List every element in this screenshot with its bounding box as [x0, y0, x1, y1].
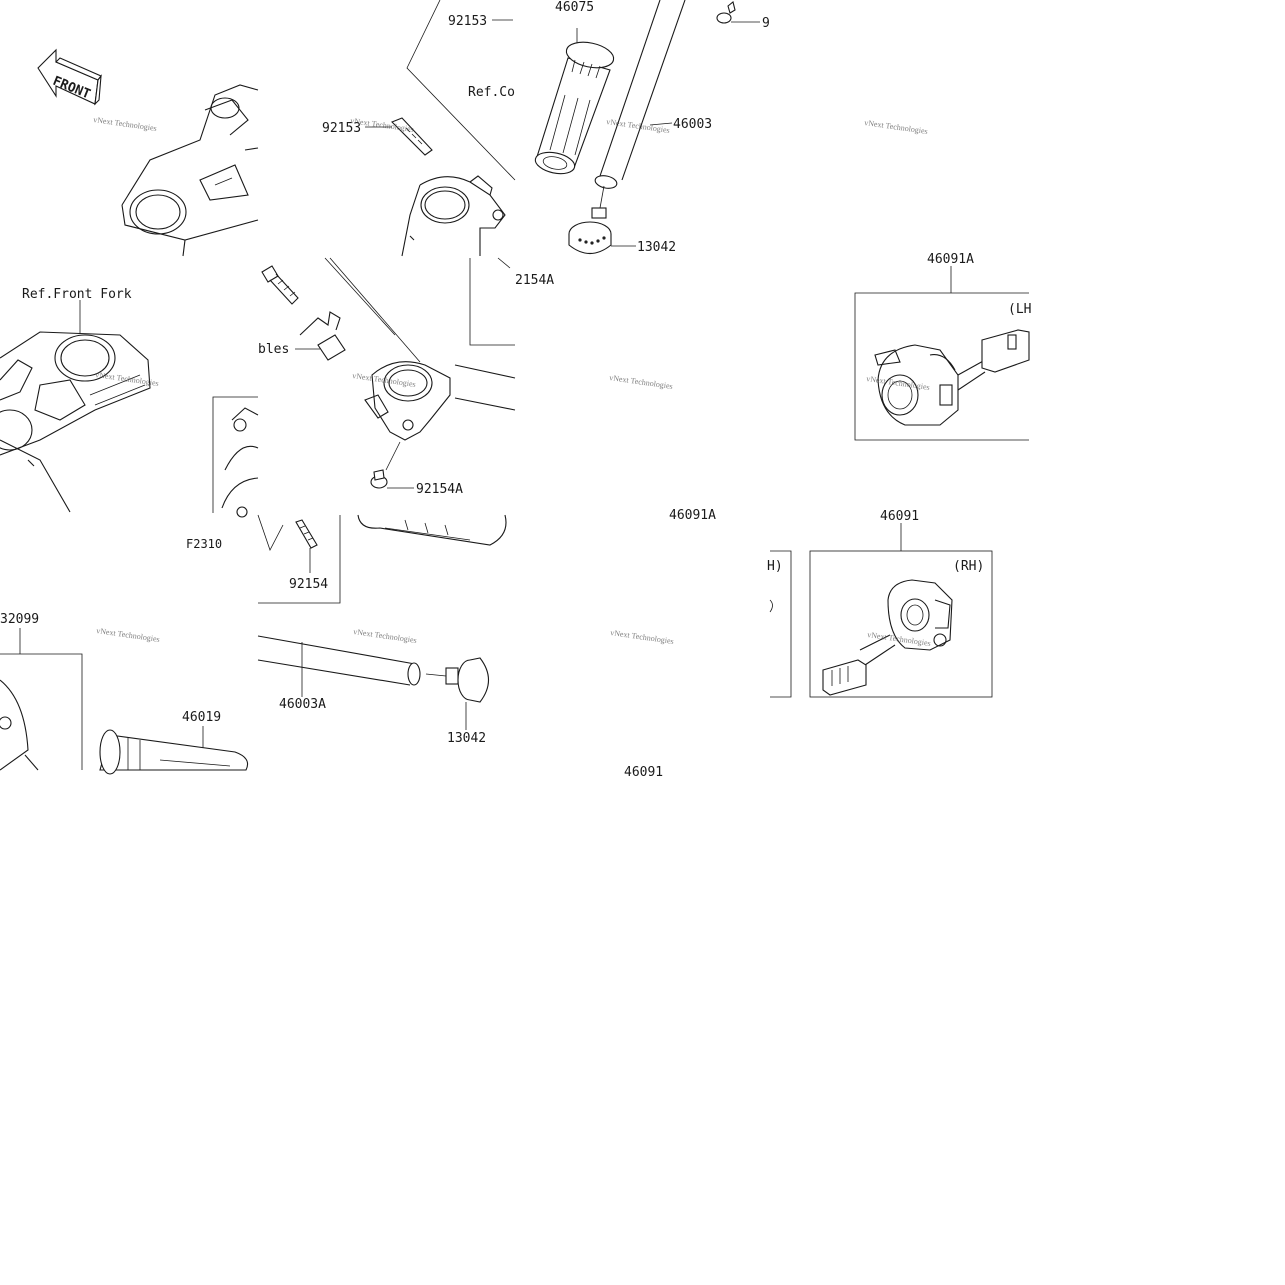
upper-triple-clamp [121, 84, 259, 257]
label-h-partial: H) [767, 559, 783, 574]
front-arrow-icon: FRONT [37, 48, 102, 106]
label-46091-bot: 46091 [624, 765, 663, 780]
label-46091a-mid: 46091A [669, 508, 716, 523]
watermark-9: vNext Technologies [96, 626, 161, 644]
watermark-7: vNext Technologies [609, 373, 674, 391]
switch-housing-rh-box [769, 523, 993, 698]
bar-end-weight-lower [425, 657, 490, 730]
switch-assembly-lower-left [0, 628, 83, 771]
watermark-5: vNext Technologies [95, 370, 160, 388]
switch-housing-lh-box [854, 266, 1030, 441]
handlebar-tube [594, 0, 686, 189]
watermark-11: vNext Technologies [610, 628, 675, 646]
label-13042-bot: 13042 [447, 731, 486, 746]
switch-housing-left-fragment [212, 396, 259, 518]
label-2154a: 2154A [515, 273, 554, 288]
label-ref-co: Ref.Co [468, 85, 515, 100]
label-46075: 46075 [555, 0, 594, 15]
label-46091a-top: 46091A [927, 252, 974, 267]
handlebar-tube-lower [257, 635, 421, 697]
label-32099: 32099 [0, 612, 39, 627]
label-92153-top: 92153 [448, 14, 487, 29]
label-bles: bles [258, 342, 289, 357]
watermarks: vNext Technologies vNext Technologies vN… [93, 115, 932, 648]
label-46003: 46003 [673, 117, 712, 132]
label-46019: 46019 [182, 710, 221, 725]
watermark-4: vNext Technologies [864, 118, 929, 136]
bolt-small-top [716, 1, 760, 24]
watermark-1: vNext Technologies [93, 115, 158, 133]
label-92154: 92154 [289, 577, 328, 592]
label-92154a: 92154A [416, 482, 463, 497]
label-rh: (RH) [953, 559, 984, 574]
label-lh: (LH [1008, 302, 1031, 317]
label-92153-mid: 92153 [322, 121, 361, 136]
label-13042-top: 13042 [637, 240, 676, 255]
lower-triple-clamp [0, 300, 151, 513]
throttle-grip [534, 28, 615, 175]
handlebar-clamp-upper [365, 0, 516, 346]
watermark-10: vNext Technologies [353, 627, 418, 645]
handlebar-clamp-lower [261, 257, 516, 489]
label-f2310: F2310 [186, 537, 222, 551]
left-grip [99, 726, 249, 775]
label-ref-front-fork: Ref.Front Fork [22, 287, 132, 302]
label-46091-mid: 46091 [880, 509, 919, 524]
label-9-top: 9 [762, 16, 770, 31]
bar-end-weight-top [568, 185, 636, 255]
clutch-lever-area [257, 514, 507, 604]
label-46003a: 46003A [279, 697, 326, 712]
